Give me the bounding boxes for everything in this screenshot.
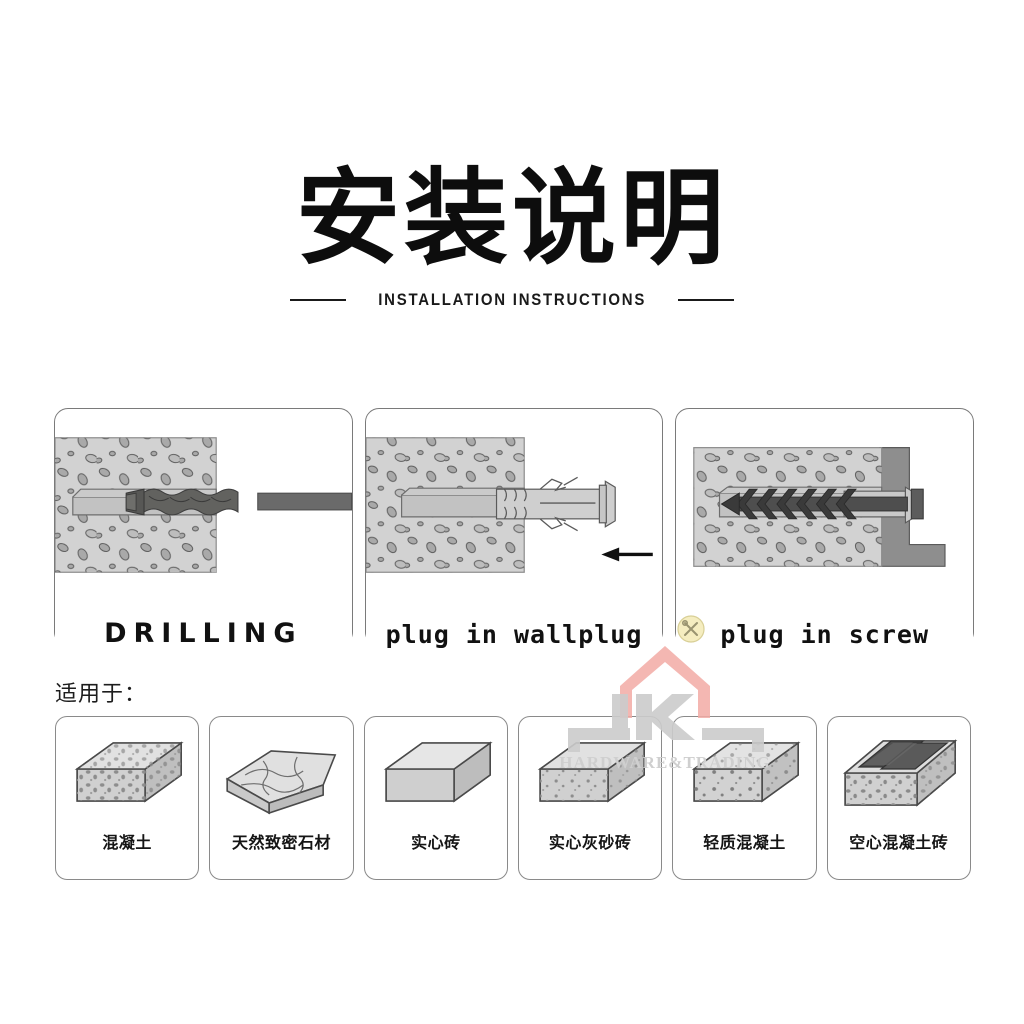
- step-panel-screw: plug in screw: [675, 408, 975, 655]
- material-card-sand-lime-brick: 实心灰砂砖: [517, 716, 663, 880]
- wallplug-illustration: [365, 437, 653, 573]
- concrete-block-icon: [74, 741, 184, 803]
- material-card-natural-stone: 天然致密石材: [209, 716, 354, 880]
- drilling-illustration: [55, 437, 352, 573]
- material-card-lightweight-concrete: 轻质混凝土: [672, 716, 817, 880]
- material-label: 空心混凝土砖: [849, 833, 949, 852]
- tools-badge-icon: [677, 615, 705, 643]
- hollow-concrete-icon: [842, 739, 957, 807]
- screw-illustration: [693, 447, 946, 567]
- material-label: 轻质混凝土: [703, 833, 786, 852]
- solid-brick-icon: [383, 741, 493, 803]
- subtitle-rule-right: [678, 299, 735, 302]
- material-card-solid-brick: 实心砖: [363, 716, 508, 880]
- material-list: 混凝土 天然致密石材 实心砖: [55, 716, 971, 880]
- subtitle-row: INSTALLATION INSTRUCTIONS: [0, 290, 1024, 310]
- direction-arrow: [601, 547, 653, 562]
- sand-lime-brick-icon: [537, 741, 647, 803]
- installation-steps: DRILLING: [54, 408, 975, 655]
- page-title: 安装说明: [295, 157, 728, 279]
- applies-to-heading: 适用于：: [55, 682, 148, 707]
- step-panel-wallplug: plug in wallplug: [364, 408, 664, 655]
- page-header: 安装说明 INSTALLATION INSTRUCTIONS: [0, 160, 1024, 310]
- material-label: 实心灰砂砖: [548, 833, 632, 852]
- page-subtitle: INSTALLATION INSTRUCTIONS: [378, 290, 646, 310]
- material-card-concrete: 混凝土: [55, 716, 200, 880]
- material-card-hollow-concrete: 空心混凝土砖: [826, 716, 971, 880]
- step-label-drilling: DRILLING: [55, 614, 352, 655]
- step-label-screw: plug in screw: [676, 616, 974, 655]
- material-label: 天然致密石材: [231, 833, 331, 852]
- step-panel-drilling: DRILLING: [54, 408, 353, 655]
- lightweight-concrete-icon: [692, 741, 801, 803]
- material-label: 混凝土: [102, 833, 152, 852]
- natural-stone-icon: [225, 750, 337, 815]
- material-label: 实心砖: [411, 833, 461, 852]
- step-label-wallplug: plug in wallplug: [365, 616, 663, 655]
- watermark-house-icon: [620, 646, 710, 718]
- subtitle-rule-left: [289, 299, 346, 302]
